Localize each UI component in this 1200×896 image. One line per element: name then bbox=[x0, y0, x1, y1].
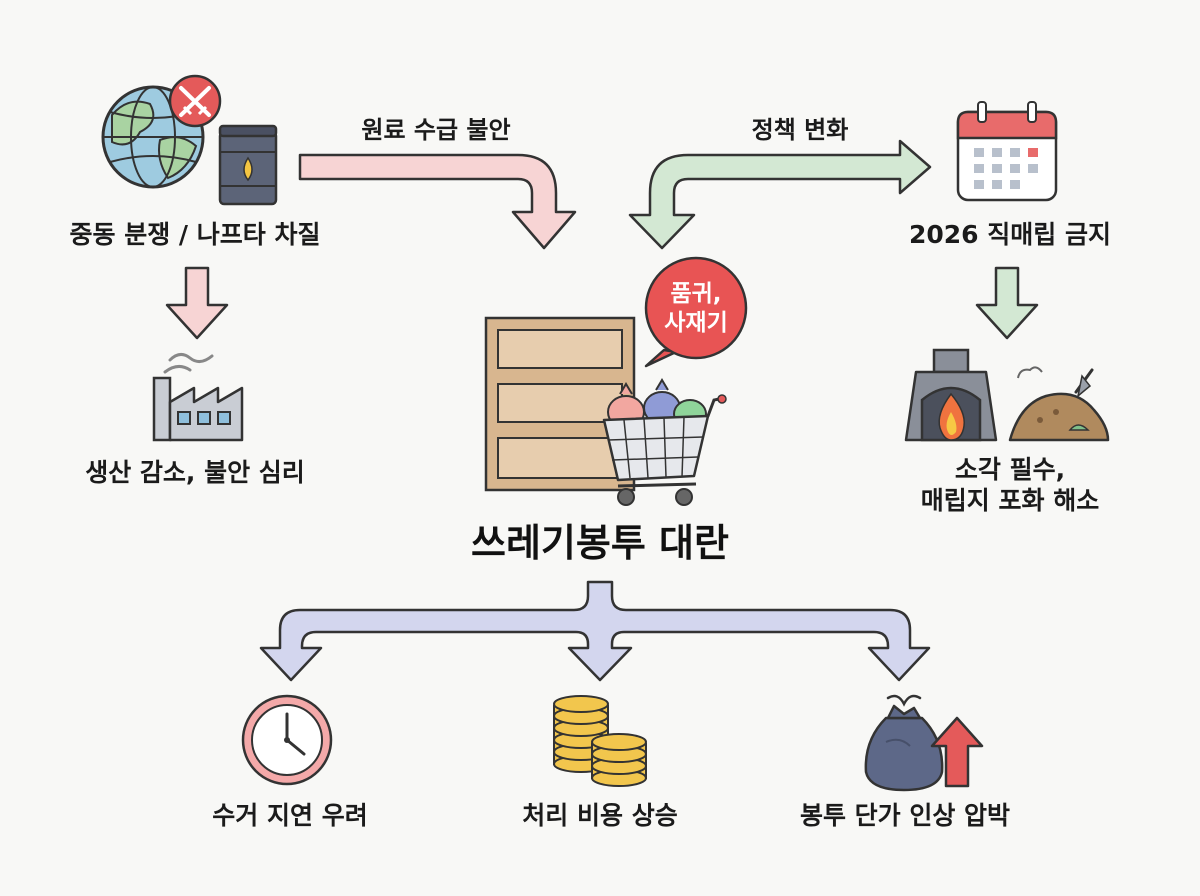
supply-arrow-label: 원료 수급 불안 bbox=[361, 116, 511, 144]
production-label: 생산 감소, 불안 심리 bbox=[85, 458, 305, 487]
incinerator-icon bbox=[904, 348, 998, 442]
oil-barrel-icon bbox=[218, 124, 278, 206]
coins-icon bbox=[553, 695, 647, 787]
effect-delay-label: 수거 지연 우려 bbox=[212, 801, 368, 830]
crossed-swords-icon bbox=[168, 74, 222, 128]
policy-arrow-label: 정책 변화 bbox=[751, 116, 849, 144]
factory-icon bbox=[152, 353, 244, 442]
arrow-branch-effects bbox=[259, 580, 931, 682]
effect-price-label: 봉투 단가 인상 압박 bbox=[799, 801, 1011, 830]
landfill-icon bbox=[1008, 366, 1110, 442]
ban-label: 2026 직매립 금지 bbox=[909, 220, 1111, 249]
garbage-bag-icon bbox=[864, 694, 944, 792]
arrow-supply bbox=[298, 153, 577, 250]
shopping-cart-icon bbox=[602, 378, 727, 506]
calendar-icon bbox=[956, 101, 1058, 202]
arrow-down-incineration bbox=[975, 266, 1039, 340]
arrow-down-production bbox=[165, 266, 229, 340]
clock-icon bbox=[241, 694, 333, 786]
incineration-label: 소각 필수, 매립지 포화 해소 bbox=[920, 455, 1100, 516]
bubble-text: 품귀, 사재기 bbox=[664, 281, 728, 336]
up-arrow-icon bbox=[930, 716, 984, 788]
speech-bubble bbox=[644, 256, 748, 368]
conflict-label: 중동 분쟁 / 나프타 차질 bbox=[69, 220, 321, 249]
page-title: 쓰레기봉투 대란 bbox=[471, 521, 729, 565]
effect-cost-label: 처리 비용 상승 bbox=[522, 801, 678, 830]
arrow-policy bbox=[628, 139, 932, 250]
